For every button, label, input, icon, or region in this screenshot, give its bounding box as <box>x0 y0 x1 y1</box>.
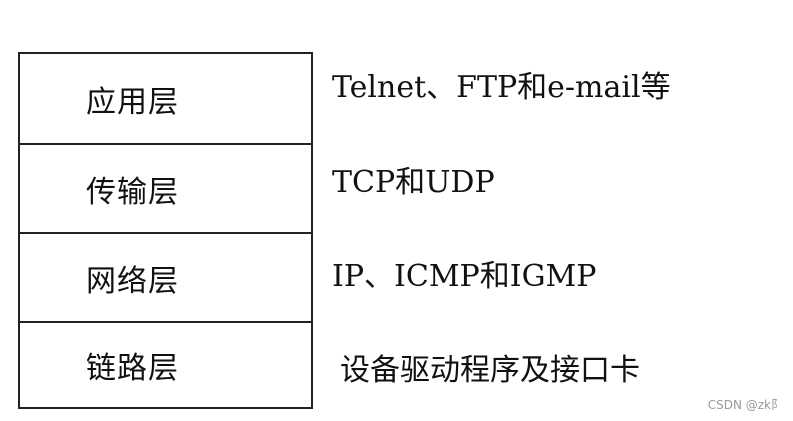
layer-box-transport: 传输层 <box>20 143 311 232</box>
layer-label-network: 网络层 <box>86 263 179 299</box>
layer-box-link: 链路层 <box>20 321 311 407</box>
layer-box-application: 应用层 <box>20 54 311 143</box>
csdn-watermark: CSDN @zk阝 <box>707 398 783 412</box>
layer-label-transport: 传输层 <box>86 174 179 210</box>
layer-box-network: 网络层 <box>20 232 311 321</box>
protocols-application: Telnet、FTP和e-mail等 <box>332 70 671 105</box>
layer-stack-diagram: 应用层 传输层 网络层 链路层 <box>18 52 313 409</box>
protocols-network: IP、ICMP和IGMP <box>332 259 597 294</box>
layer-label-link: 链路层 <box>86 351 179 386</box>
layer-label-application: 应用层 <box>86 84 179 120</box>
protocols-link: 设备驱动程序及接口卡 <box>340 353 640 388</box>
protocols-transport: TCP和UDP <box>332 165 495 200</box>
